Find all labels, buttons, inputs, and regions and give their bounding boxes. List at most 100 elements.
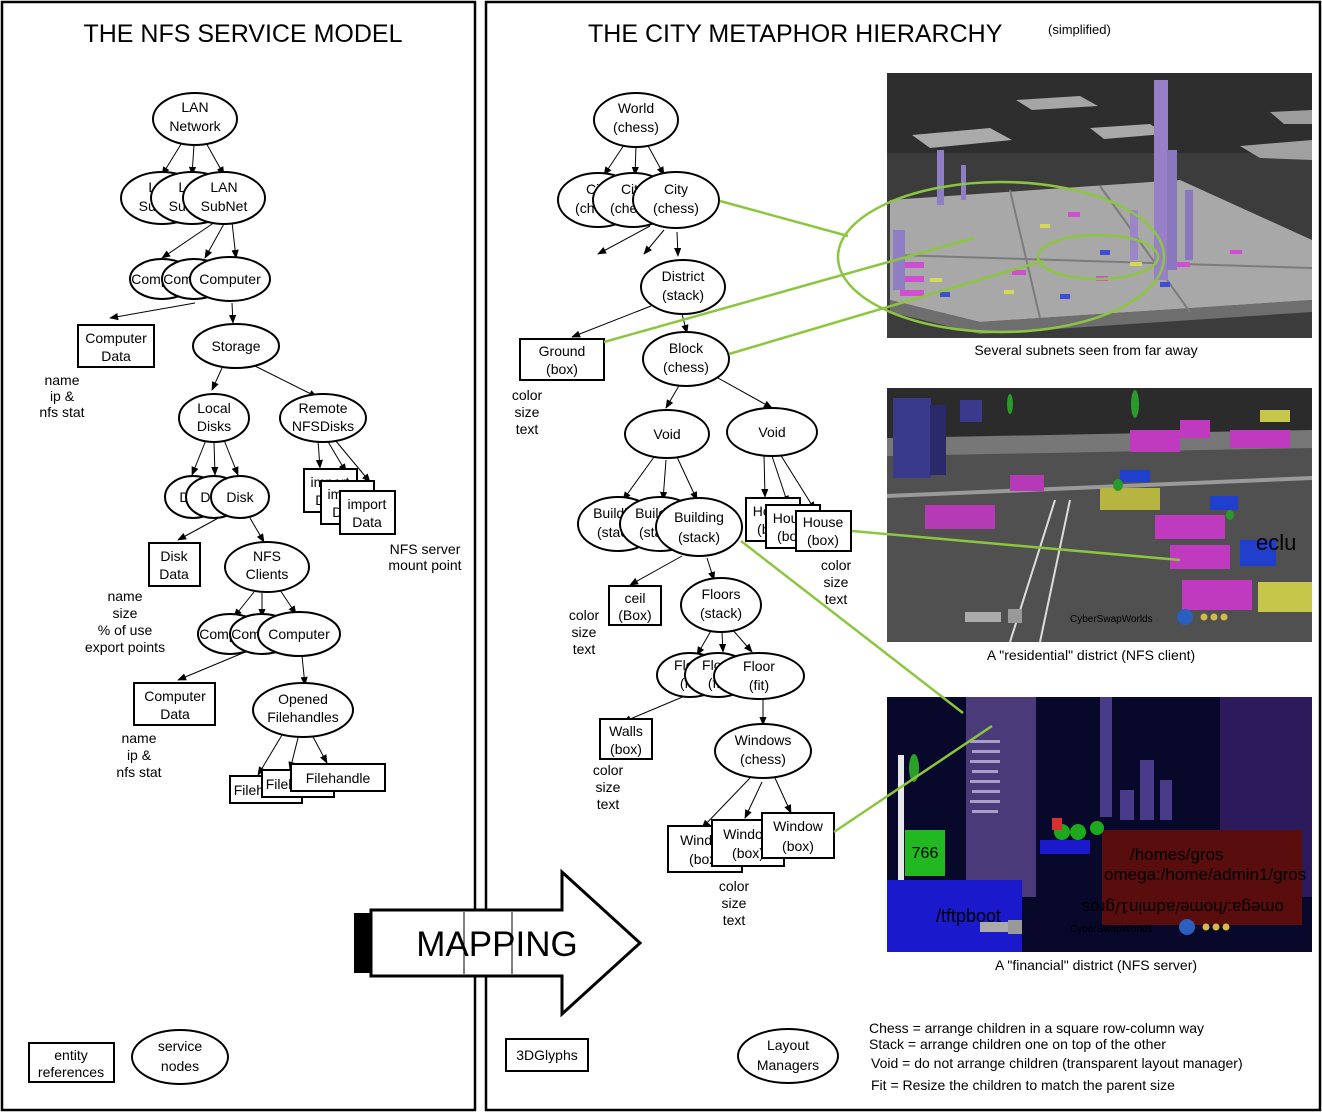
screenshot-3-caption: A "financial" district (NFS server): [995, 957, 1197, 973]
svg-text:ip &: ip &: [127, 747, 152, 763]
svg-text:color: color: [593, 762, 624, 778]
entity-references-legend: entity references: [28, 1042, 115, 1083]
svg-text:Void = do not arrange children: Void = do not arrange children (transpar…: [871, 1055, 1243, 1071]
svg-text:(chess): (chess): [613, 119, 659, 135]
disk-data-entity: Disk Data: [148, 542, 201, 587]
svg-text:Layout: Layout: [767, 1037, 809, 1053]
world-node: World (chess): [593, 92, 679, 148]
svg-text:SubNet: SubNet: [201, 198, 248, 214]
layout-managers-legend: Layout Managers: [737, 1028, 839, 1084]
ceil-attributes-note: color size text: [569, 607, 600, 657]
screenshot-2-caption: A "residential" district (NFS client): [987, 647, 1195, 663]
svg-text:Data: Data: [159, 566, 189, 582]
local-disks-node: Local Disks: [178, 393, 250, 443]
svg-text:mount point: mount point: [388, 557, 461, 573]
left-panel-frame: [0, 0, 477, 1112]
svg-text:entity: entity: [54, 1047, 87, 1063]
ground-attributes-note: color size text: [512, 387, 543, 437]
svg-text:Walls: Walls: [609, 723, 643, 739]
svg-text:size: size: [572, 624, 597, 640]
svg-text:(stack): (stack): [700, 605, 742, 621]
svg-text:color: color: [719, 878, 750, 894]
right-notes: color size text color size text color si…: [512, 387, 852, 928]
svg-text:Void: Void: [758, 424, 785, 440]
opened-filehandles-node: Opened Filehandles: [252, 682, 354, 738]
ground-entity: Ground (box): [519, 338, 605, 381]
svg-text:Floor: Floor: [743, 658, 775, 674]
svg-text:omega:/home/admin1/gros: omega:/home/admin1/gros: [1082, 898, 1284, 917]
svg-text:District: District: [662, 268, 705, 284]
svg-text:eclu: eclu: [1256, 530, 1296, 555]
filehandle-entity: Filehandle: [290, 763, 386, 792]
svg-text:NFS server: NFS server: [390, 541, 461, 557]
svg-text:Floors: Floors: [702, 586, 741, 602]
svg-text:Computer: Computer: [144, 688, 206, 704]
right-tree-edges: [571, 141, 816, 829]
svg-text:(fit): (fit): [749, 677, 769, 693]
svg-text:Data: Data: [160, 706, 190, 722]
svg-text:size: size: [515, 404, 540, 420]
storage-node: Storage: [192, 323, 280, 369]
right-legend: 3DGlyphs Layout Managers Chess = arrange…: [505, 1020, 1243, 1093]
svg-text:Disk: Disk: [226, 489, 254, 505]
3dglyphs-legend: 3DGlyphs: [505, 1038, 589, 1072]
service-nodes-legend: service nodes: [131, 1029, 229, 1085]
computer-data-entity: Computer Data: [77, 324, 155, 368]
svg-text:Block: Block: [669, 340, 704, 356]
nfs-server-note: NFS server mount point: [388, 541, 461, 573]
void-node: Void: [726, 407, 818, 457]
screenshot-residential-district: eclu CyberSwapWorlds: [887, 388, 1312, 642]
svg-text:Window: Window: [773, 818, 824, 834]
nfs-clients-node: NFS Clients: [224, 541, 310, 593]
svg-text:/homes/gros: /homes/gros: [1130, 845, 1224, 864]
svg-text:Fit = Resize the children to m: Fit = Resize the children to match the p…: [871, 1077, 1175, 1093]
svg-text:text: text: [573, 641, 596, 657]
right-tree-nodes: World (chess) City (chess) City (chess) …: [519, 92, 852, 873]
svg-text:color: color: [821, 557, 852, 573]
svg-text:(chess): (chess): [740, 751, 786, 767]
svg-text:Filehandles: Filehandles: [267, 709, 339, 725]
svg-text:(chess): (chess): [663, 359, 709, 375]
right-panel-title-note: (simplified): [1048, 22, 1111, 37]
right-panel-frame: [484, 0, 1322, 1112]
ceil-entity: ceil (Box): [608, 585, 662, 626]
left-panel-title: THE NFS SERVICE MODEL: [83, 20, 402, 48]
svg-text:CyberSwapWorlds: CyberSwapWorlds: [1070, 614, 1153, 625]
svg-text:Storage: Storage: [211, 338, 260, 354]
house-entity: House (box): [795, 510, 852, 552]
svg-text:Disks: Disks: [197, 418, 231, 434]
lan-subnet-node: LAN SubNet: [182, 171, 266, 225]
screenshot-subnets-far: [887, 73, 1312, 338]
svg-text:(stack): (stack): [662, 287, 704, 303]
svg-text:(stack): (stack): [678, 529, 720, 545]
window-entity: Window (box): [761, 812, 835, 859]
svg-text:LAN: LAN: [210, 179, 237, 195]
svg-text:Data: Data: [101, 348, 131, 364]
windows-node: Windows (chess): [714, 723, 812, 779]
svg-text:City: City: [664, 181, 688, 197]
svg-text:CyberSwapWorlds: CyberSwapWorlds: [1070, 924, 1153, 935]
svg-text:Clients: Clients: [246, 566, 289, 582]
import-data-entity: import Data: [339, 490, 396, 535]
building-node: Building (stack): [655, 497, 743, 557]
svg-text:color: color: [569, 607, 600, 623]
svg-text:Building: Building: [674, 509, 724, 525]
svg-text:name: name: [107, 588, 142, 604]
svg-text:ip &: ip &: [50, 388, 75, 404]
block-node: Block (chess): [642, 331, 730, 387]
disk-node: Disk: [210, 475, 270, 519]
floor-node: Floor (fit): [713, 652, 805, 700]
svg-text:(box): (box): [807, 532, 839, 548]
svg-text:nfs stat: nfs stat: [116, 764, 161, 780]
svg-text:nfs stat: nfs stat: [39, 404, 84, 420]
svg-text:Managers: Managers: [757, 1057, 819, 1073]
svg-text:import: import: [348, 496, 387, 512]
svg-text:% of use: % of use: [98, 622, 153, 638]
svg-text:House: House: [803, 514, 844, 530]
district-node: District (stack): [640, 259, 726, 315]
svg-text:(chess): (chess): [653, 200, 699, 216]
left-tree-nodes: LAN Network LAN SubNet LAN SubNet LAN Su…: [77, 92, 396, 804]
svg-text:Remote: Remote: [298, 400, 347, 416]
svg-text:export points: export points: [85, 639, 165, 655]
